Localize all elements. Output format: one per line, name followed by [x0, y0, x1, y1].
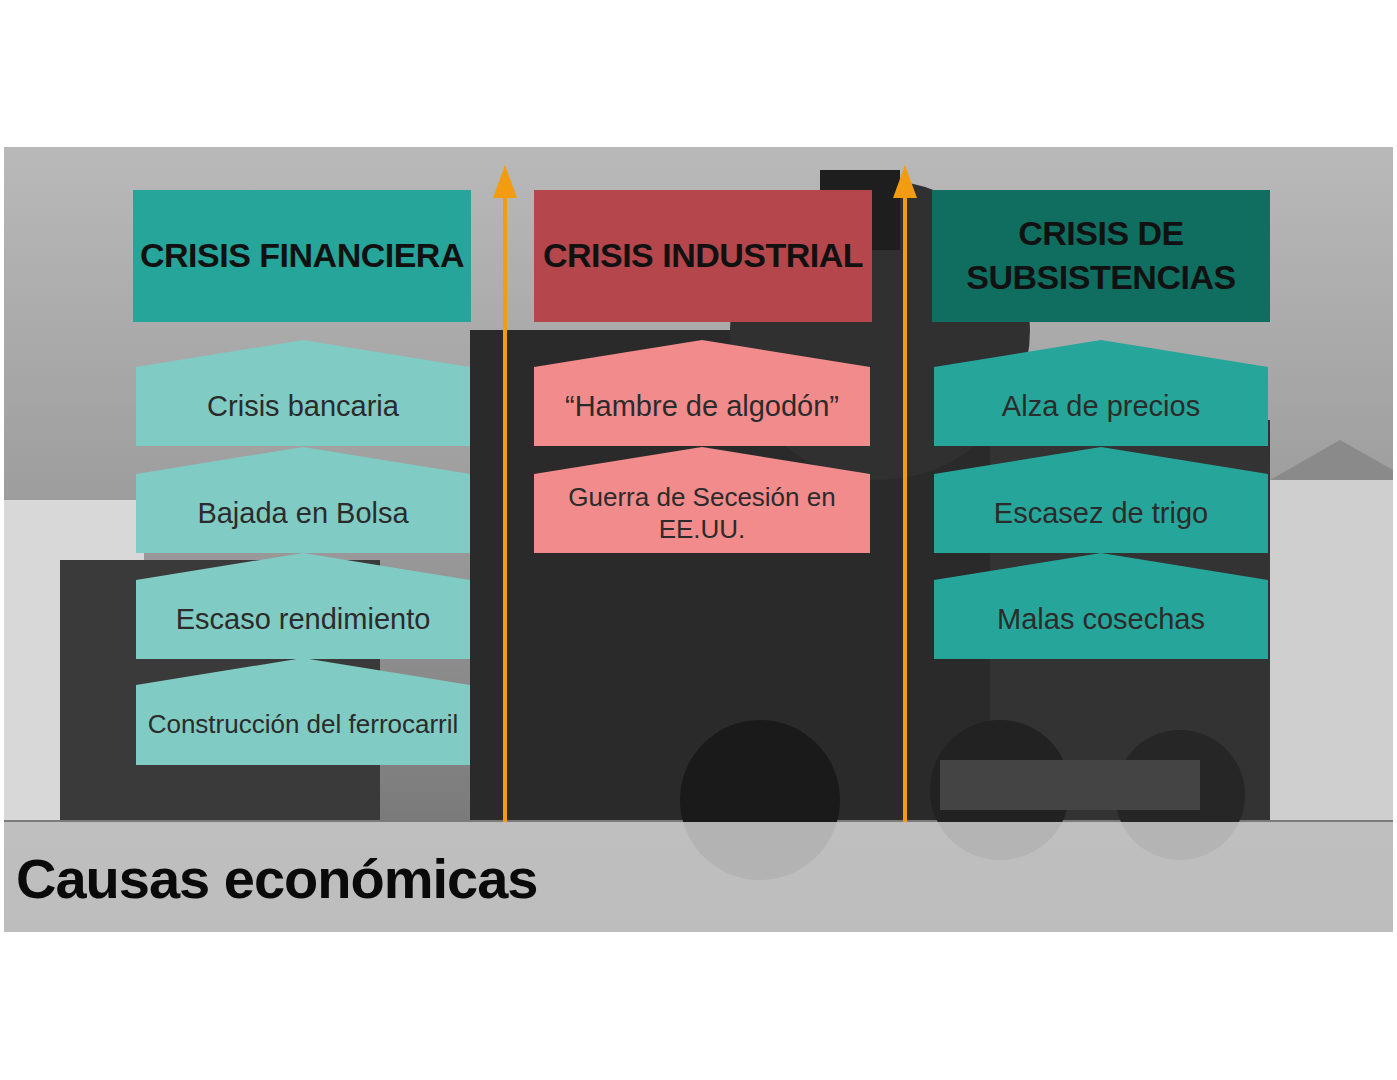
cause-text: Guerra de Secesión en EE.UU. — [534, 482, 870, 544]
cause-text: Alza de precios — [996, 389, 1206, 424]
cause-text: Construcción del ferrocarril — [142, 709, 465, 740]
cause-arrow-box: Bajada en Bolsa — [136, 447, 470, 553]
slide-title: Causas económicas — [16, 846, 537, 911]
cause-text: “Hambre de algodón” — [559, 389, 845, 424]
header-text: CRISIS DE SUBSISTENCIAS — [932, 212, 1270, 299]
cause-arrow-box: Construcción del ferrocarril — [136, 658, 470, 765]
cause-text: Escaso rendimiento — [170, 602, 437, 637]
cause-text: Bajada en Bolsa — [191, 496, 414, 531]
cause-arrow-box: “Hambre de algodón” — [534, 340, 870, 446]
cause-arrow-box: Guerra de Secesión en EE.UU. — [534, 447, 870, 553]
cause-text: Malas cosechas — [991, 602, 1211, 637]
cause-arrow-box: Malas cosechas — [934, 553, 1268, 659]
cause-arrow-box: Crisis bancaria — [136, 340, 470, 446]
separator-arrow — [493, 165, 917, 822]
cause-arrow-box: Alza de precios — [934, 340, 1268, 446]
cause-arrow-box: Escaso rendimiento — [136, 553, 470, 659]
cause-text: Crisis bancaria — [201, 389, 405, 424]
header-text: CRISIS FINANCIERA — [134, 234, 470, 278]
cause-arrow-box: Escasez de trigo — [934, 447, 1268, 553]
shape-fill — [932, 190, 1270, 322]
cause-text: Escasez de trigo — [988, 496, 1214, 531]
category-header: CRISIS INDUSTRIAL — [534, 190, 872, 322]
header-text: CRISIS INDUSTRIAL — [537, 234, 869, 278]
category-header: CRISIS FINANCIERA — [133, 190, 471, 322]
category-header: CRISIS DE SUBSISTENCIAS — [932, 190, 1270, 322]
